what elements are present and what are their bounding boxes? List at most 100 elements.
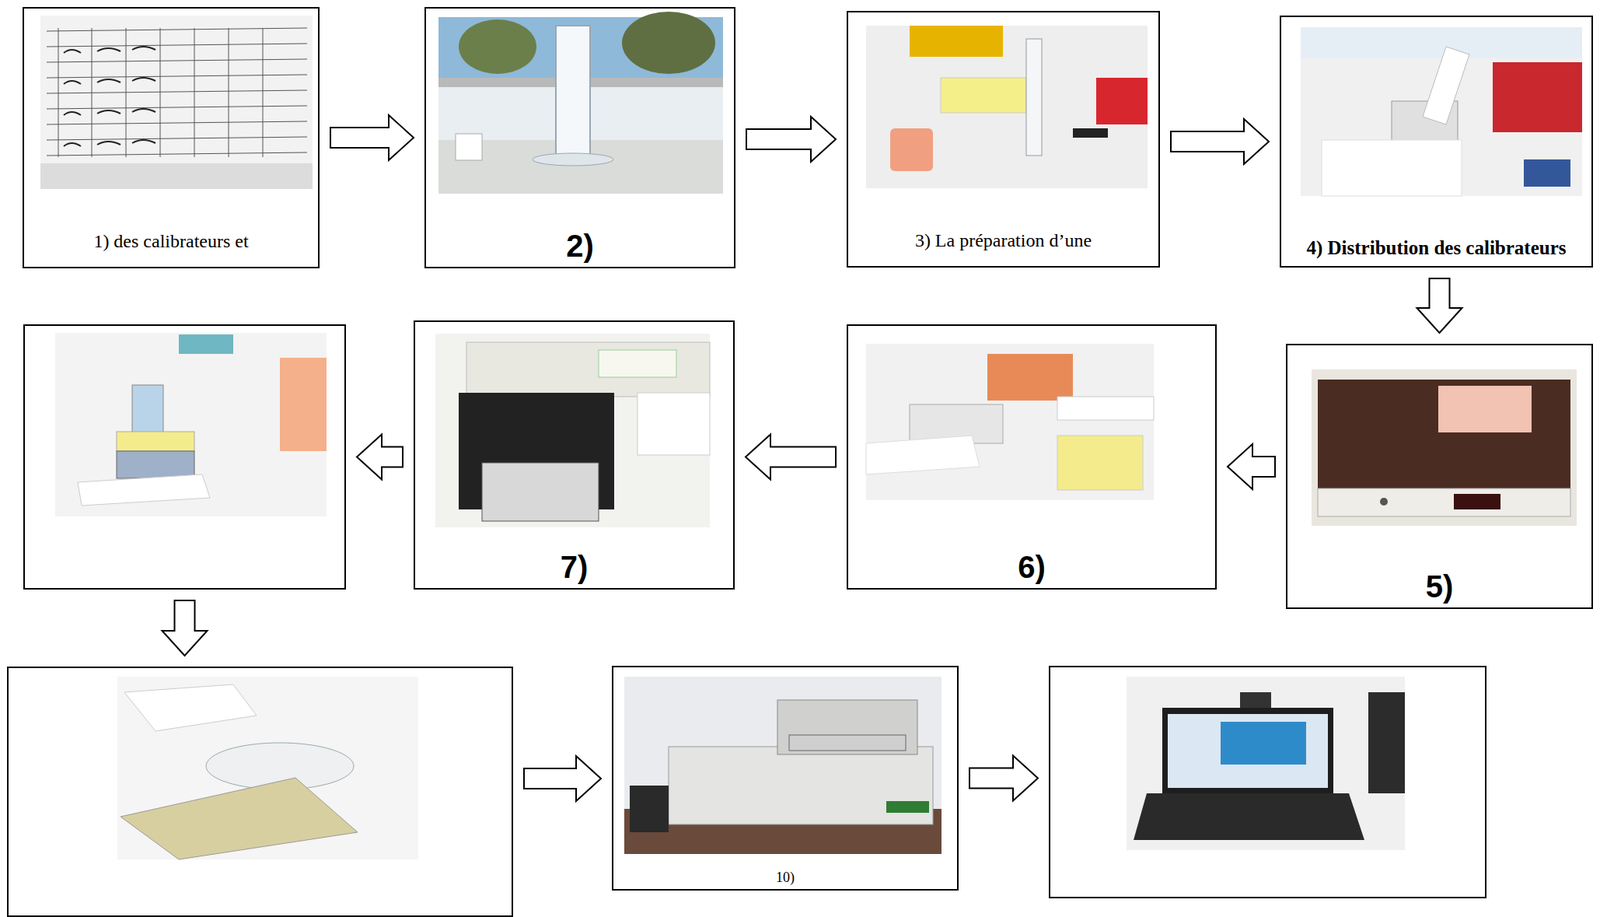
photo-detail xyxy=(1126,676,1405,850)
photo-detail xyxy=(1422,46,1470,125)
photo-detail xyxy=(1133,793,1365,840)
photo-detail xyxy=(46,105,308,109)
photo-detail xyxy=(1317,488,1571,517)
photo-detail xyxy=(555,25,591,158)
photo-detail xyxy=(1162,707,1334,794)
photo-detail xyxy=(97,48,121,52)
photo-detail xyxy=(1220,721,1307,765)
photo-detail xyxy=(97,141,121,145)
photo-detail xyxy=(621,11,716,74)
photo-step-box: 4) Distribution des calibrateurs xyxy=(1279,15,1594,268)
photo-detail xyxy=(866,435,980,475)
photo-washer xyxy=(435,333,710,528)
photo-detail xyxy=(125,27,127,158)
step-caption: 2) xyxy=(562,227,598,264)
photo-step-box: 2) xyxy=(424,6,736,269)
photo-distribution xyxy=(1300,27,1583,196)
photo-detail xyxy=(58,27,60,158)
photo-detail xyxy=(97,79,121,83)
photo-detail xyxy=(160,27,161,158)
photo-detail xyxy=(77,474,210,506)
photo-step-box: 5) xyxy=(1285,343,1594,609)
photo-detail xyxy=(46,27,308,158)
photo-detail xyxy=(1317,379,1571,489)
photo-detail xyxy=(46,121,308,125)
photo-detail xyxy=(1321,139,1462,196)
photo-detail xyxy=(178,334,234,354)
block-arrow xyxy=(1417,278,1463,333)
photo-detail xyxy=(624,676,942,854)
photo-detail xyxy=(40,15,313,164)
photo-detail xyxy=(132,139,156,144)
photo-detail xyxy=(1167,713,1328,788)
photo-detail xyxy=(435,333,710,528)
photo-step-box: 7) xyxy=(413,320,735,590)
photo-detail xyxy=(63,46,156,147)
photo-detail xyxy=(262,27,264,158)
block-arrow xyxy=(1170,118,1269,165)
photo-detail xyxy=(789,734,906,751)
photo-detail xyxy=(46,59,308,63)
block-arrow xyxy=(745,434,836,480)
photo-step-box: 3) La préparation d’une xyxy=(846,10,1160,268)
photo-detail xyxy=(63,143,81,147)
photo-detail xyxy=(777,699,918,755)
photo-detail xyxy=(987,353,1073,401)
photo-detail xyxy=(1453,493,1501,510)
photo-detail xyxy=(1240,691,1272,708)
photo-reagent xyxy=(866,343,1154,500)
photo-detail xyxy=(46,152,308,156)
photo-multichannel xyxy=(55,332,327,517)
photo-preparation xyxy=(866,25,1148,189)
photo-step-box: 10) xyxy=(611,665,959,891)
photo-detail xyxy=(866,25,1148,189)
photo-detail xyxy=(1057,396,1154,420)
photo-detail xyxy=(132,77,156,81)
photo-plate xyxy=(117,676,419,860)
step-caption: 10) xyxy=(772,869,798,886)
photo-step-box xyxy=(6,666,514,917)
photo-detail xyxy=(458,19,537,74)
photo-cylinder xyxy=(438,11,724,194)
photo-detail xyxy=(598,349,677,378)
photo-detail xyxy=(97,110,121,114)
photo-detail xyxy=(1368,691,1405,794)
photo-step-box xyxy=(1048,665,1487,898)
photo-detail xyxy=(46,27,308,32)
step-caption: 1) des calibrateurs et xyxy=(90,230,252,253)
photo-detail xyxy=(1311,369,1577,526)
photo-detail xyxy=(1026,38,1042,156)
photo-detail xyxy=(886,800,930,813)
photo-detail xyxy=(1096,77,1148,125)
photo-incubator xyxy=(1311,369,1577,526)
photo-detail xyxy=(46,74,308,78)
photo-detail xyxy=(46,43,308,47)
photo-detail xyxy=(63,111,81,116)
photo-detail xyxy=(909,25,1003,57)
photo-detail xyxy=(46,136,308,140)
block-arrow xyxy=(524,755,601,801)
photo-detail xyxy=(63,49,81,53)
photo-detail xyxy=(466,342,710,397)
photo-detail xyxy=(132,384,164,436)
photo-detail xyxy=(866,343,1154,500)
photo-detail xyxy=(124,684,257,731)
block-arrow xyxy=(1227,443,1276,490)
photo-detail xyxy=(1300,27,1583,59)
photo-detail xyxy=(40,15,313,189)
photo-detail xyxy=(279,357,327,451)
photo-detail xyxy=(940,77,1027,113)
step-caption: 5) xyxy=(1422,568,1457,605)
photo-detail xyxy=(194,27,196,158)
block-arrow xyxy=(162,600,208,656)
photo-detail xyxy=(455,133,483,161)
photo-detail xyxy=(668,746,933,825)
photo-detail xyxy=(637,392,710,455)
photo-detail xyxy=(890,128,933,172)
photo-detail xyxy=(1438,385,1532,433)
photo-detail xyxy=(482,462,599,521)
block-arrow xyxy=(356,434,403,480)
photo-detail xyxy=(120,777,358,860)
